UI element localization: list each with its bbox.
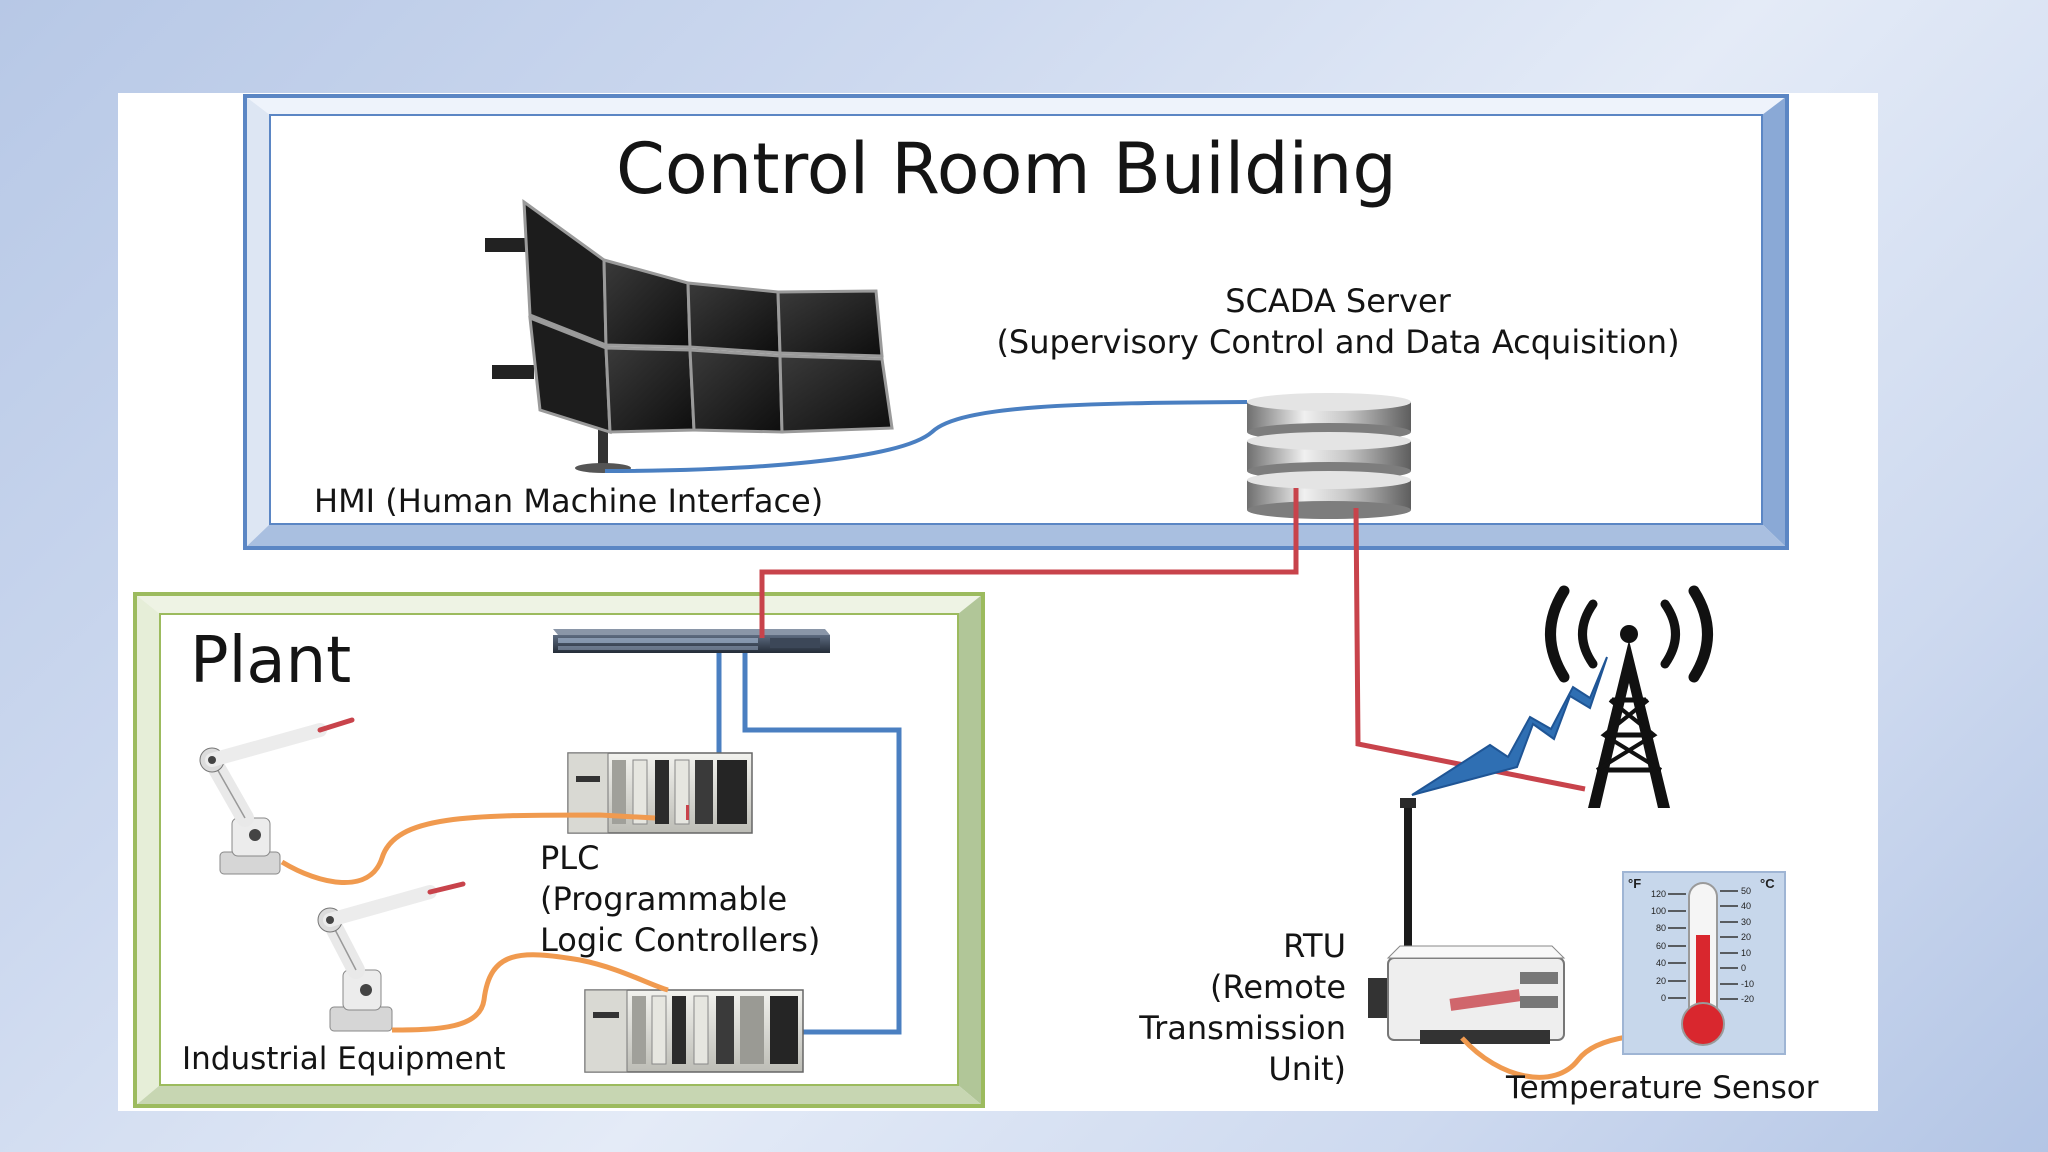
plant-title: Plant — [190, 624, 352, 698]
thermo-f-tick: 40 — [1656, 958, 1666, 968]
cable-server-to-rtu — [1353, 507, 1586, 792]
industrial-robot-lower-icon — [317, 881, 466, 1032]
scada-server-label-line2: (Supervisory Control and Data Acquisitio… — [996, 323, 1680, 361]
scada-server-icon — [1247, 393, 1411, 519]
cable-robot-upper-to-plc — [280, 812, 656, 885]
industrial-robot-upper-icon — [199, 717, 355, 875]
thermo-c-tick: 50 — [1741, 886, 1751, 896]
temperature-sensor-icon: °F °C 120 100 80 60 40 20 0 50 40 30 20 … — [1622, 871, 1786, 1055]
thermo-f-tick: 60 — [1656, 941, 1666, 951]
thermo-f-tick: 80 — [1656, 923, 1666, 933]
radio-tower-icon — [1545, 585, 1713, 808]
rtu-device-icon — [1368, 798, 1566, 1044]
plc-upper-icon — [567, 752, 753, 834]
industrial-equipment-label: Industrial Equipment — [182, 1041, 506, 1077]
thermo-c-tick: 10 — [1741, 948, 1751, 958]
plc-label-line2: (Programmable — [540, 880, 788, 918]
cable-robot-lower-to-plc — [391, 952, 669, 1033]
thermo-c-tick: 0 — [1741, 963, 1746, 973]
rtu-label: RTU (Remote Transmission Unit) — [1060, 926, 1346, 1090]
thermo-c-tick: 20 — [1741, 932, 1751, 942]
temperature-sensor-label: Temperature Sensor — [1506, 1070, 1819, 1106]
thermo-f-tick: 20 — [1656, 976, 1666, 986]
hmi-label: HMI (Human Machine Interface) — [314, 482, 824, 520]
scada-server-label: SCADA Server (Supervisory Control and Da… — [948, 281, 1728, 363]
network-switch-icon — [553, 629, 830, 653]
plc-label-line1: PLC — [540, 839, 600, 877]
rtu-label-line1: RTU — [1283, 927, 1346, 965]
plc-label: PLC (Programmable Logic Controllers) — [540, 838, 820, 961]
thermo-c-tick: -10 — [1741, 979, 1754, 989]
thermo-f-tick: 100 — [1651, 906, 1666, 916]
wireless-signal-bolt-icon — [1411, 656, 1608, 796]
control-room-frame — [243, 94, 1789, 550]
thermo-f-tick: 120 — [1651, 889, 1666, 899]
scada-server-label-line1: SCADA Server — [1225, 282, 1451, 320]
hmi-monitor-wall — [485, 198, 894, 473]
rtu-label-line2: (Remote — [1210, 968, 1346, 1006]
cable-hmi-to-server — [604, 400, 1248, 473]
rtu-label-line3: Transmission — [1139, 1009, 1346, 1047]
thermo-c-tick: -20 — [1741, 994, 1754, 1004]
cable-switch-to-plc-lower — [700, 653, 902, 1035]
plc-lower-icon — [584, 989, 804, 1073]
rtu-label-line4: Unit) — [1268, 1050, 1346, 1088]
plant-frame — [133, 592, 985, 1108]
thermo-unit-c: °C — [1760, 876, 1775, 891]
control-room-title: Control Room Building — [616, 128, 1397, 210]
thermo-unit-f: °F — [1628, 876, 1641, 891]
plc-label-line3: Logic Controllers) — [540, 921, 821, 959]
cable-server-to-switch — [759, 488, 1299, 638]
thermo-c-tick: 40 — [1741, 901, 1751, 911]
thermo-f-tick: 0 — [1661, 993, 1666, 1003]
thermo-c-tick: 30 — [1741, 917, 1751, 927]
